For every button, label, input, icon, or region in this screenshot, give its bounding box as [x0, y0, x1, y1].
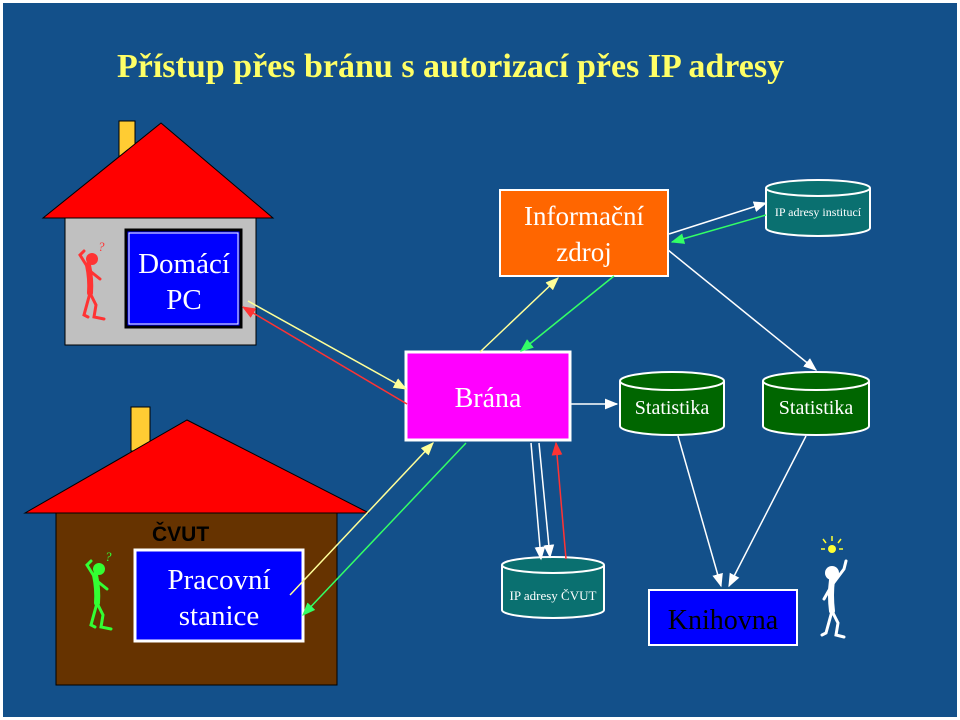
info-source-label-line1: Informační [524, 201, 644, 231]
cvut-house: ČVUT Pracovní stanice [23, 406, 370, 686]
home-pc-box[interactable] [124, 228, 243, 329]
info-source-label-line2: zdroj [556, 237, 611, 267]
home-house: Domácí PC [41, 120, 275, 346]
svg-text:?: ? [105, 549, 112, 564]
arrow-gate-to-homepc-red [241, 306, 408, 405]
arrow-gate-to-ipcvut-2 [538, 442, 555, 559]
diagram-canvas: Přístup přes bránu s autorizací přes IP … [23, 48, 871, 686]
arrow-gate-to-workstation [302, 442, 467, 616]
connectors [241, 201, 818, 616]
stats-1-label: Statistika [635, 397, 710, 419]
stats-db-1[interactable]: Statistika [619, 371, 725, 436]
slide: Přístup přes bránu s autorizací přes IP … [3, 3, 957, 717]
ip-cvut-db[interactable]: IP adresy ČVUT [501, 556, 605, 619]
ip-cvut-label: IP adresy ČVUT [510, 588, 597, 603]
home-roof [41, 122, 275, 219]
gate-label: Brána [455, 383, 522, 414]
library-node[interactable]: Knihovna [648, 589, 798, 646]
stats-db-2[interactable]: Statistika [762, 371, 870, 436]
arrow-stats1-to-library [677, 435, 723, 588]
workstation-label-line2: stanice [179, 600, 260, 632]
stats-2-label: Statistika [779, 397, 854, 419]
home-pc-label-line2: PC [166, 284, 201, 316]
gate-node[interactable]: Brána [404, 350, 572, 442]
arrow-ipinst-to-info [670, 214, 767, 244]
arrow-gate-to-ipcvut-1 [530, 442, 546, 561]
cvut-label: ČVUT [152, 522, 209, 546]
cvut-roof [23, 419, 370, 514]
home-pc-label-line1: Domácí [138, 248, 230, 280]
ip-institutions-label: IP adresy institucí [775, 205, 862, 219]
arrow-info-to-stats2 [667, 249, 818, 371]
ip-institutions-db[interactable]: IP adresy institucí [765, 179, 871, 237]
arrow-gate-to-info-yellow [479, 277, 559, 353]
info-source-node[interactable]: Informační zdroj [499, 189, 669, 277]
workstation-label-line1: Pracovní [167, 564, 270, 596]
lightbulb-icon [820, 536, 848, 639]
svg-text:?: ? [98, 239, 105, 254]
slide-title: Přístup přes bránu s autorizací přes IP … [117, 48, 784, 85]
arrow-info-to-gate-green [519, 275, 615, 352]
arrow-homepc-to-gate-yellow [247, 300, 408, 390]
arrow-stats2-to-library [728, 435, 807, 588]
library-label: Knihovna [668, 605, 779, 636]
arrow-info-to-ipinst [668, 201, 768, 235]
question-mark-icon: ? [78, 239, 106, 321]
question-mark-icon: ? [85, 549, 113, 631]
arrow-workstation-to-gate [289, 442, 434, 596]
arrow-ipcvut-to-gate [551, 441, 567, 560]
workstation-box[interactable] [133, 548, 305, 643]
